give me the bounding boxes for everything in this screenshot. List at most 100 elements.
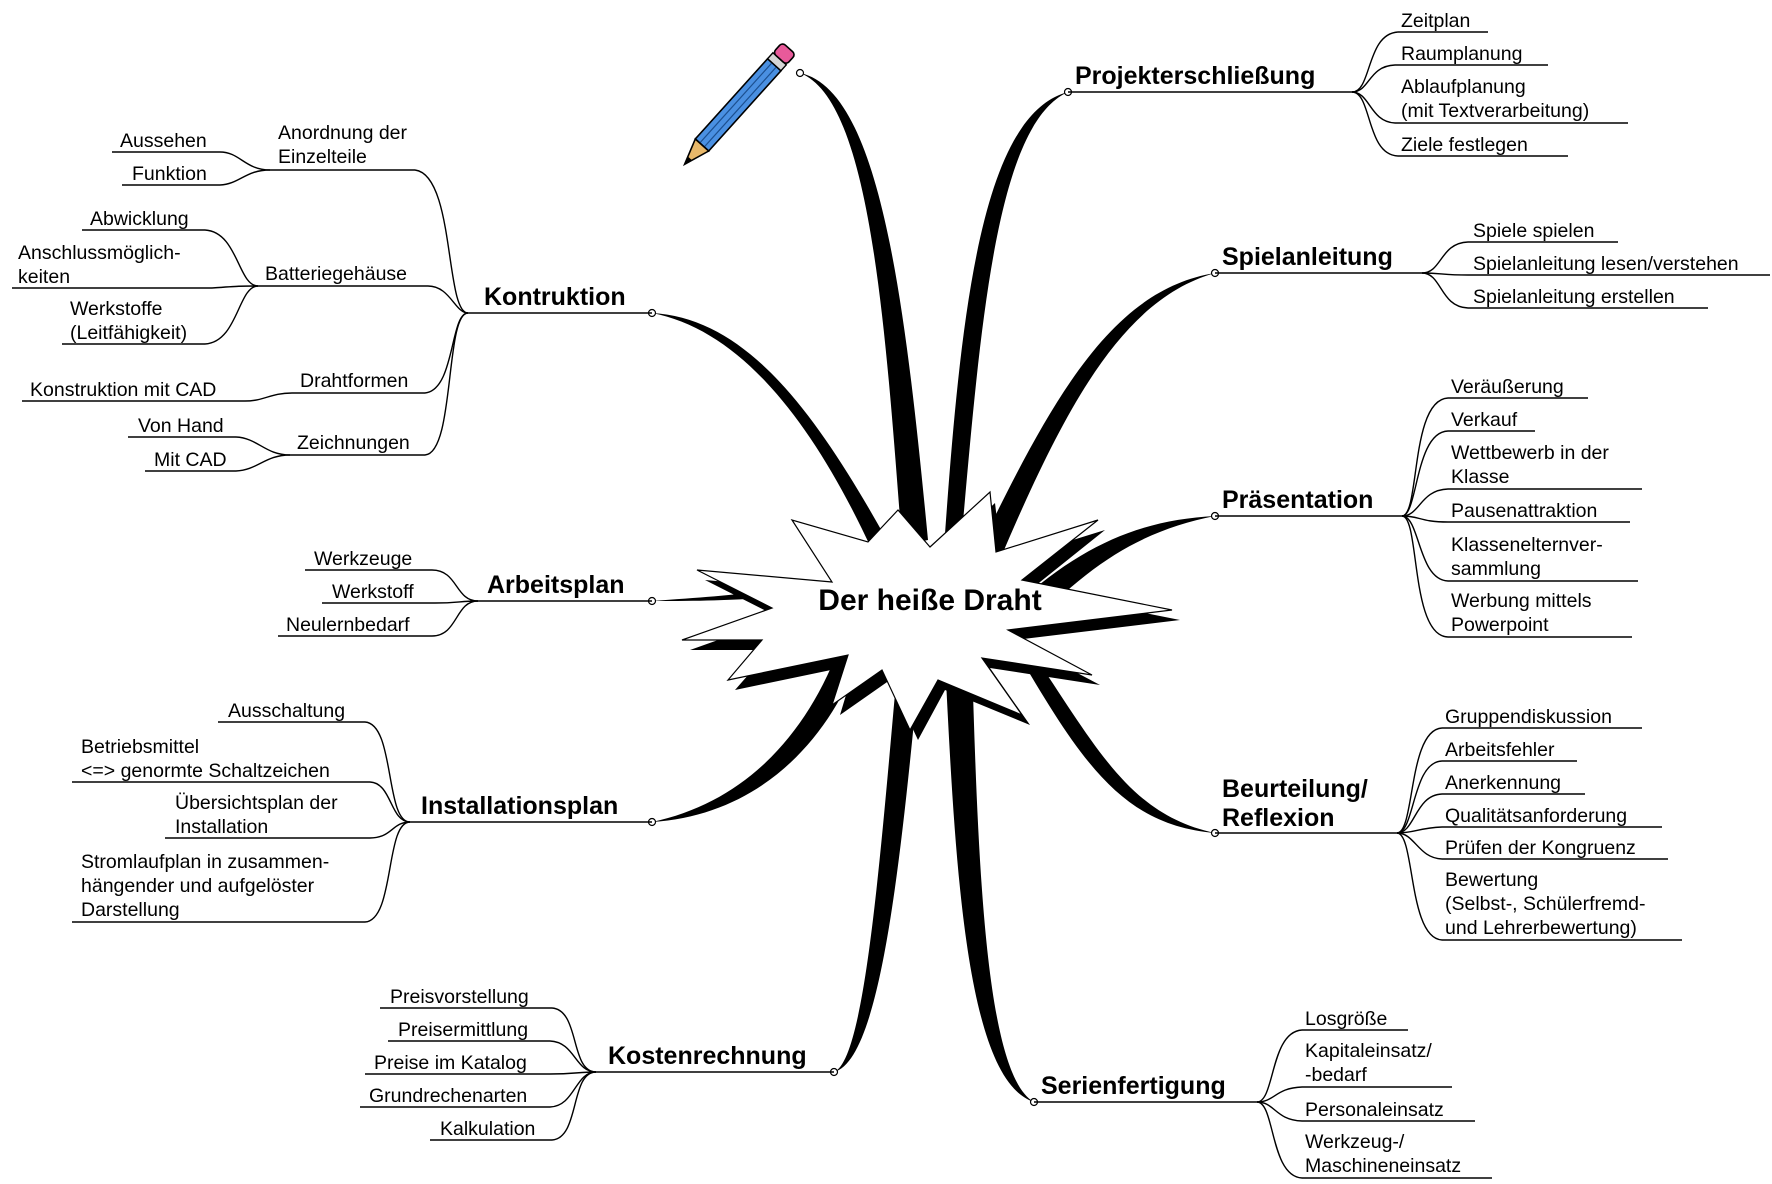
center-title: Der heiße Draht <box>818 584 1041 617</box>
leaf-bewertung: Bewertung (Selbst-, Schülerfremd- und Le… <box>1445 869 1651 939</box>
star-body <box>681 490 1173 732</box>
connector <box>1256 1029 1303 1103</box>
center-star: Der heiße Draht <box>681 490 1180 740</box>
leaf-werkzeuge: Werkzeuge <box>314 548 412 570</box>
branch-beurteilung: Beurteilung/ Reflexion Gruppendiskussion… <box>1215 706 1682 941</box>
connector <box>1351 64 1396 93</box>
connector <box>235 436 291 456</box>
connector <box>1351 91 1396 124</box>
connector <box>414 169 469 314</box>
sub-label-drahtformen: Drahtformen <box>300 370 408 392</box>
leaf-erstellen: Spielanleitung erstellen <box>1473 286 1675 308</box>
branch-projekterschliessung: Projekterschließung Zeitplan Raumplanung… <box>1068 10 1628 157</box>
branch-label-arbeitsplan: Arbeitsplan <box>487 571 625 599</box>
connector <box>219 151 271 171</box>
connector <box>235 454 291 472</box>
connector <box>1401 488 1449 517</box>
sub-label-zeichnungen: Zeichnungen <box>297 432 410 454</box>
connector <box>1421 272 1469 309</box>
arm-kostenrechnung <box>834 660 920 1072</box>
branch-label-praesentation: Präsentation <box>1222 486 1373 514</box>
arm-serienfertigung <box>945 660 1034 1102</box>
connector <box>1421 241 1469 274</box>
leaf-konstruktion-cad: Konstruktion mit CAD <box>30 379 216 401</box>
pencil-icon <box>682 43 795 167</box>
connector <box>1351 91 1399 157</box>
connector <box>211 285 259 289</box>
arm-kontruktion <box>652 313 888 550</box>
leaf-kongruenz: Prüfen der Kongruenz <box>1445 837 1636 859</box>
sub-label-batterie: Batteriegehäuse <box>265 263 407 285</box>
branch-label-installationsplan: Installationsplan <box>421 792 618 820</box>
pencil-stripe <box>703 66 777 148</box>
arm-pencil <box>800 73 928 545</box>
connector <box>1396 793 1443 834</box>
leaf-qualitaet: Qualitätsanforderung <box>1445 805 1627 827</box>
leaf-verkauf: Verkauf <box>1451 409 1518 431</box>
connector <box>431 600 479 637</box>
leaf-anerkennung: Anerkennung <box>1445 772 1561 794</box>
leaf-ausschaltung: Ausschaltung <box>228 700 345 722</box>
leaf-von-hand: Von Hand <box>138 415 224 437</box>
leaf-abwicklung: Abwicklung <box>90 208 189 230</box>
connector <box>1401 430 1449 517</box>
leaf-ablaufplanung: Ablaufplanung (mit Textverarbeitung) <box>1401 76 1589 122</box>
connector <box>1351 31 1399 93</box>
sub-label-anordnung: Anordnung der Einzelteile <box>278 122 412 168</box>
pencil-lead <box>684 156 693 165</box>
connector <box>549 1040 597 1073</box>
connector <box>551 1007 597 1073</box>
leaf-betriebsmittel: Betriebsmittel <=> genormte Schaltzeiche… <box>81 736 330 782</box>
branch-label-spielanleitung: Spielanleitung <box>1222 243 1393 271</box>
leaf-spiele-spielen: Spiele spielen <box>1473 220 1594 242</box>
leaf-gruppendiskussion: Gruppendiskussion <box>1445 706 1612 728</box>
connector <box>1396 727 1443 834</box>
branch-label-kontruktion: Kontruktion <box>484 283 626 311</box>
branch-label-beurteilung: Beurteilung/ Reflexion <box>1222 775 1375 832</box>
leaf-stromlaufplan: Stromlaufplan in zusammen- hängender und… <box>81 851 335 921</box>
leaf-wettbewerb: Wettbewerb in der Klasse <box>1451 442 1614 488</box>
connector <box>1256 1101 1303 1179</box>
leaf-zeitplan: Zeitplan <box>1401 10 1470 32</box>
connector <box>369 781 411 823</box>
branch-serienfertigung: Serienfertigung Losgröße Kapitaleinsatz/… <box>1034 1008 1492 1179</box>
connector <box>1396 832 1443 941</box>
branch-spielanleitung: Spielanleitung Spiele spielen Spielanlei… <box>1215 220 1770 309</box>
leaf-werbung: Werbung mittels Powerpoint <box>1451 590 1597 636</box>
connector <box>431 569 479 602</box>
branch-praesentation: Präsentation Veräußerung Verkauf Wettbew… <box>1215 376 1642 638</box>
leaf-klasseneltern: Klassenelternver- sammlung <box>1451 534 1608 580</box>
connector <box>551 1071 597 1141</box>
leaf-ziele: Ziele festlegen <box>1401 134 1528 156</box>
leaf-preise-katalog: Preise im Katalog <box>374 1052 527 1074</box>
leaf-anschluss: Anschlussmöglich- keiten <box>18 242 186 288</box>
pencil-stripe <box>699 62 773 144</box>
leaf-kapitaleinsatz: Kapitaleinsatz/ -bedarf <box>1305 1040 1437 1086</box>
leaf-preisermittlung: Preisermittlung <box>398 1019 528 1041</box>
leaf-grundrechenarten: Grundrechenarten <box>369 1085 527 1107</box>
connector <box>427 285 469 314</box>
leaf-werkstoffe: Werkstoffe (Leitfähigkeit) <box>70 298 187 344</box>
leaf-lesen-verstehen: Spielanleitung lesen/verstehen <box>1473 253 1739 275</box>
connector <box>1401 515 1449 523</box>
leaf-pausenattraktion: Pausenattraktion <box>1451 500 1597 522</box>
branch-kontruktion: Kontruktion Anordnung der Einzelteile Au… <box>12 122 652 472</box>
leaf-funktion: Funktion <box>132 163 207 185</box>
connector <box>1401 515 1449 638</box>
leaf-raumplanung: Raumplanung <box>1401 43 1522 65</box>
leaf-neulernbedarf: Neulernbedarf <box>286 614 410 636</box>
leaf-veraeusserung: Veräußerung <box>1451 376 1564 398</box>
branch-label-projekterschliessung: Projekterschließung <box>1075 62 1315 90</box>
leaf-werkzeugeinsatz: Werkzeug-/ Maschineneinsatz <box>1305 1131 1461 1177</box>
connector <box>549 1071 597 1108</box>
connector <box>364 821 411 923</box>
branch-label-serienfertigung: Serienfertigung <box>1041 1072 1226 1100</box>
connector <box>424 312 469 394</box>
leaf-personaleinsatz: Personaleinsatz <box>1305 1099 1444 1121</box>
connector <box>1256 1101 1303 1122</box>
leaf-arbeitsfehler: Arbeitsfehler <box>1445 739 1555 761</box>
connector <box>219 169 271 186</box>
branch-kostenrechnung: Kostenrechnung Preisvorstellung Preiserm… <box>360 986 834 1141</box>
leaf-kalkulation: Kalkulation <box>440 1118 535 1140</box>
